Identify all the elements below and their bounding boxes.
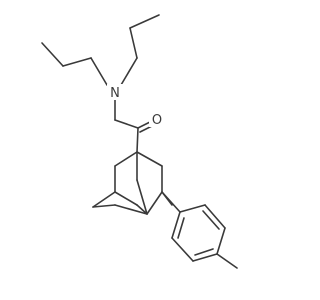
cage-bond-3 [114, 191, 138, 206]
nitrogen-label: N [110, 86, 120, 101]
bond-c1-c2-left [62, 57, 92, 67]
ring-bond-4 [192, 253, 218, 262]
atom-label-oxygen: O [149, 111, 165, 128]
ring-bond-4-inner [194, 248, 214, 256]
bond-c2-c3-left [41, 42, 64, 67]
ring-bond-6 [171, 211, 181, 239]
structure-svg: N O [41, 14, 238, 269]
tolyl-ring [161, 191, 238, 269]
molecule-structure-canvas: N O [41, 14, 238, 269]
ring-bond-2 [204, 204, 226, 229]
cage-bond-9 [136, 204, 148, 215]
bond-n-c1-right [120, 57, 138, 86]
bond-ch2-carbonyl [114, 119, 139, 129]
cage-bond-8 [136, 179, 148, 215]
cage-bond-10 [92, 191, 116, 208]
bond-cage-ring [161, 191, 181, 213]
amino-ketone-linker [114, 99, 155, 153]
bond-ring-methyl [216, 253, 238, 269]
oxygen-label: O [152, 113, 162, 128]
ring-bond-3 [216, 227, 226, 255]
ring-bond-2-inner [202, 210, 220, 230]
cage-bond-1 [114, 151, 138, 167]
bond-carbonyl-adamantane [136, 127, 139, 153]
cage-bond-11 [92, 204, 116, 208]
cage-bond-4 [136, 151, 163, 167]
ring-bond-5 [171, 237, 194, 262]
ring-bond-6-inner [177, 217, 185, 239]
left-propyl-chain [41, 42, 108, 86]
bond-n-c1-left [90, 57, 108, 86]
bond-c1-c2-right [129, 27, 138, 59]
ring-bond-1 [179, 204, 206, 213]
cage-bond-12 [114, 204, 148, 215]
right-propyl-chain [120, 14, 160, 86]
cage-bond-6 [146, 191, 163, 215]
atom-label-nitrogen: N [107, 84, 123, 101]
adamantane-cage [92, 151, 173, 215]
bond-c2-c3-right [129, 14, 160, 29]
